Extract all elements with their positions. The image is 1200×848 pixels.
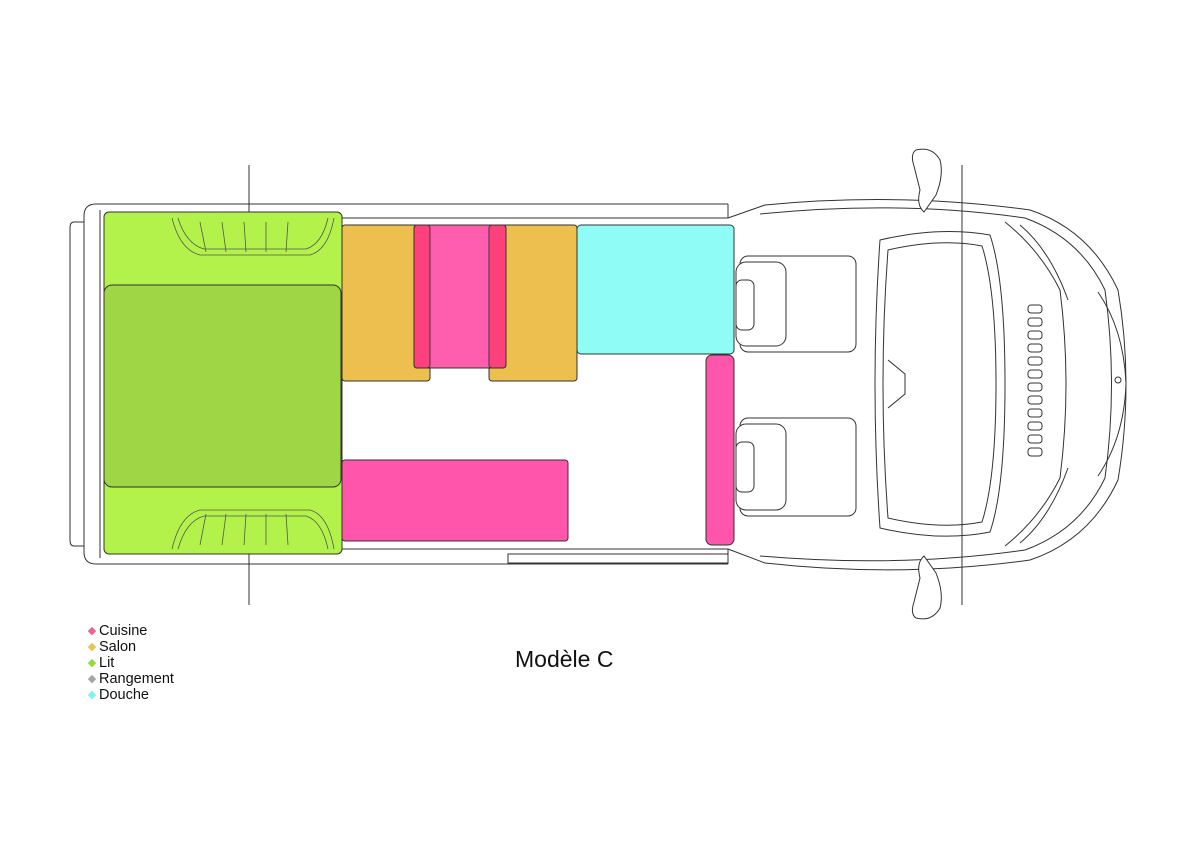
front-seats xyxy=(735,255,857,517)
legend-item-salon: ◆ Salon xyxy=(86,639,174,655)
legend-item-lit: ◆ Lit xyxy=(86,655,174,671)
diamond-icon: ◆ xyxy=(87,641,97,653)
bed-mattress xyxy=(103,284,342,488)
legend-item-rangement: ◆ Rangement xyxy=(86,671,174,687)
diamond-icon: ◆ xyxy=(87,689,97,701)
zone-lit xyxy=(103,211,343,555)
legend-label: Salon xyxy=(99,639,137,655)
side-mirrors xyxy=(911,148,942,620)
kitchen-column xyxy=(705,354,735,546)
legend-item-douche: ◆ Douche xyxy=(86,687,174,703)
zone-douche xyxy=(576,224,735,355)
diamond-icon: ◆ xyxy=(87,657,97,669)
legend: ◆ Cuisine ◆ Salon ◆ Lit ◆ Rangement ◆ Do… xyxy=(86,623,174,703)
legend-label: Lit xyxy=(99,655,115,671)
legend-item-cuisine: ◆ Cuisine xyxy=(86,623,174,639)
zone-salon xyxy=(341,224,578,382)
kitchen-counter xyxy=(341,459,569,542)
model-title: Modèle C xyxy=(515,646,614,672)
grille-slots xyxy=(1027,304,1043,457)
diamond-icon: ◆ xyxy=(87,673,97,685)
diamond-icon: ◆ xyxy=(87,625,97,637)
legend-label: Rangement xyxy=(99,671,174,687)
zone-cuisine xyxy=(341,224,735,546)
legend-label: Douche xyxy=(99,687,149,703)
legend-label: Cuisine xyxy=(99,623,148,639)
